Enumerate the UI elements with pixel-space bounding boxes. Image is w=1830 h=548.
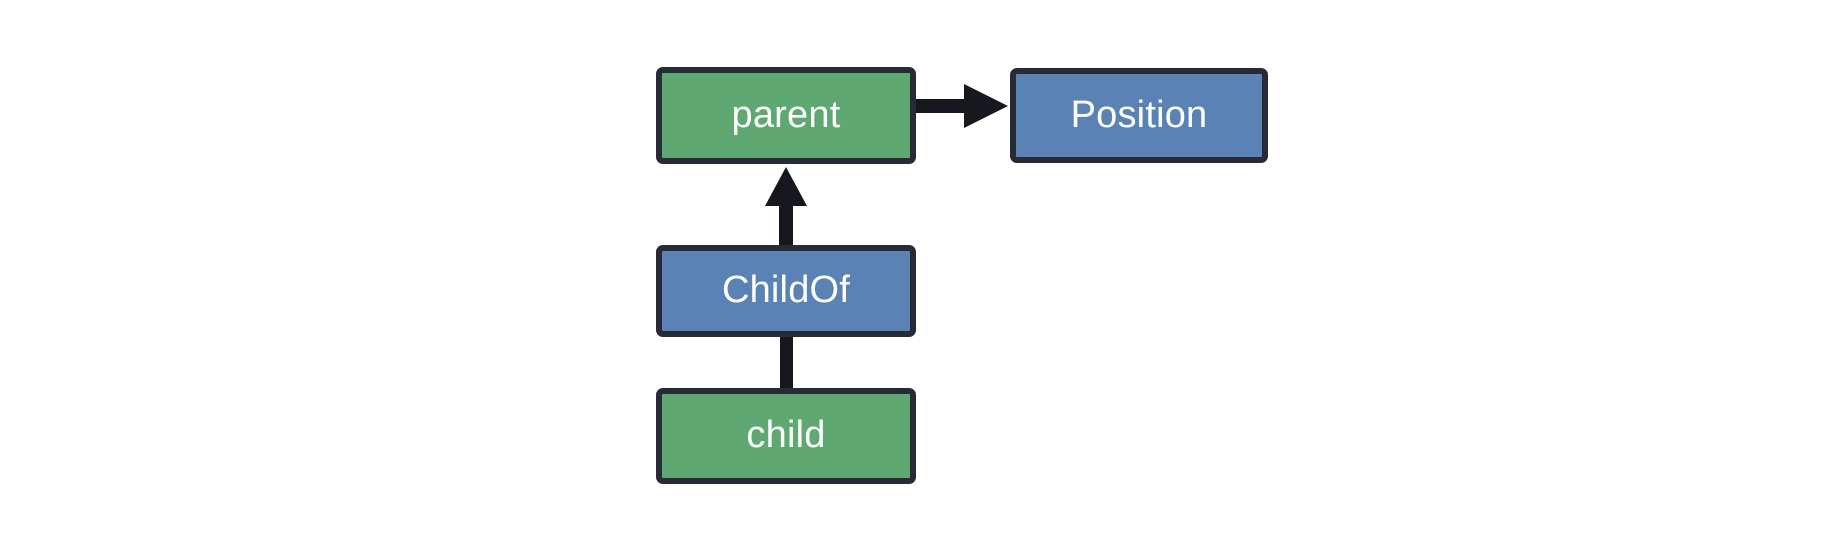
node-child[interactable]: child <box>656 388 916 484</box>
node-parent-label: parent <box>731 93 841 136</box>
node-parent[interactable]: parent <box>656 67 916 164</box>
edge-child-to-childof <box>780 335 793 390</box>
node-position-label: Position <box>1070 93 1208 136</box>
node-childof-label: ChildOf <box>721 269 851 311</box>
node-child-label: child <box>746 414 826 456</box>
edge-childof-to-parent <box>765 167 807 247</box>
node-position[interactable]: Position <box>1010 68 1268 163</box>
node-childof[interactable]: ChildOf <box>656 245 916 337</box>
edge-parent-to-position <box>916 84 1008 128</box>
